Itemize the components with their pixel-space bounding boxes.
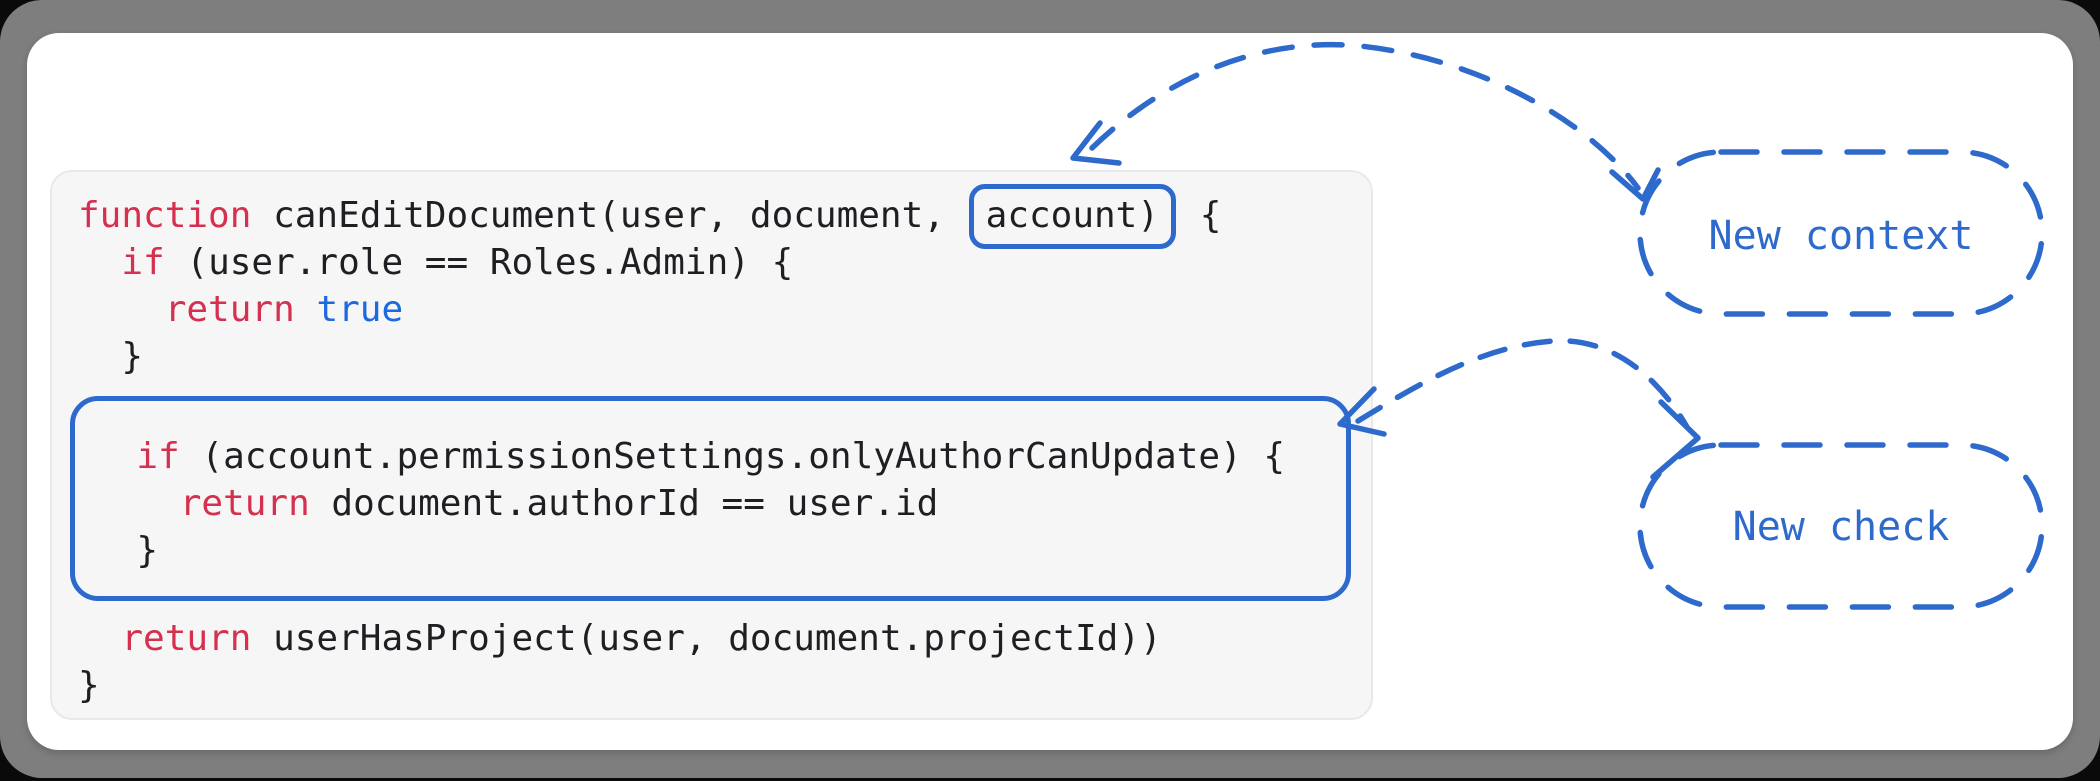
code-line-6: if (account.permissionSettings.onlyAutho… xyxy=(75,433,1346,480)
space xyxy=(295,289,317,330)
account-param-highlight-box: account) xyxy=(968,184,1177,249)
code-text: } xyxy=(78,336,144,377)
code-line-2: if (user.role == Roles.Admin) { xyxy=(78,239,1345,286)
code-line-3: return true xyxy=(78,286,1345,333)
code-line-1: function canEditDocument(user, document,… xyxy=(78,184,1345,249)
keyword-return: return xyxy=(121,618,252,659)
code-text: } xyxy=(93,530,159,571)
white-card: function canEditDocument(user, document,… xyxy=(27,33,2073,750)
indent xyxy=(93,483,180,524)
keyword-return: return xyxy=(164,289,295,330)
indent xyxy=(78,289,165,330)
code-text: userHasProject(user, document.projectId)… xyxy=(251,618,1162,659)
new-check-highlight-box: if (account.permissionSettings.onlyAutho… xyxy=(70,396,1351,601)
code-text: (user.role == Roles.Admin) { xyxy=(164,242,794,283)
code-text: document.authorId == user.id xyxy=(309,483,939,524)
code-line-11: } xyxy=(78,662,1345,709)
indent xyxy=(93,436,136,477)
code-text: { xyxy=(1178,195,1222,236)
code-text: (account.permissionSettings.onlyAuthorCa… xyxy=(179,436,1286,477)
keyword-return: return xyxy=(179,483,310,524)
keyword-if: if xyxy=(121,242,165,283)
code-text: } xyxy=(78,665,100,706)
code-line-4: } xyxy=(78,333,1345,380)
keyword-function: function xyxy=(78,195,252,236)
code-text: canEditDocument(user, document, xyxy=(251,195,967,236)
code-text-account: account) xyxy=(985,195,1160,236)
code-line-10: return userHasProject(user, document.pro… xyxy=(78,615,1345,662)
indent xyxy=(78,242,121,283)
code-line-8: } xyxy=(75,527,1346,574)
keyword-if: if xyxy=(136,436,180,477)
indent xyxy=(78,618,121,659)
code-line-7: return document.authorId == user.id xyxy=(75,480,1346,527)
code-snippet: function canEditDocument(user, document,… xyxy=(70,184,1351,709)
code-block: function canEditDocument(user, document,… xyxy=(50,170,1373,720)
value-true: true xyxy=(316,289,404,330)
